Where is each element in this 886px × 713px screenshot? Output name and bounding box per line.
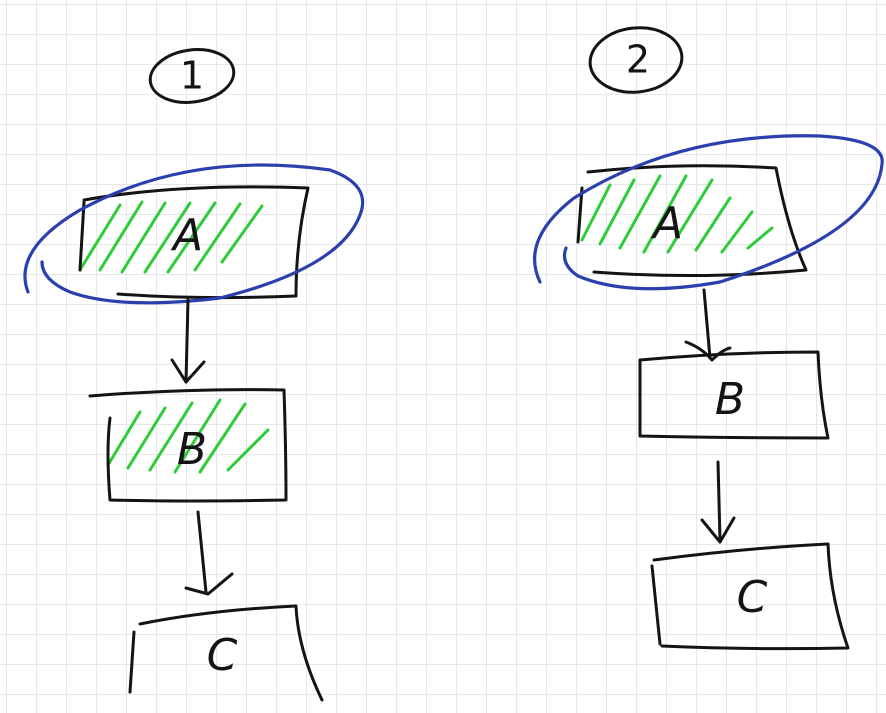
node-label-2c: C bbox=[737, 572, 768, 623]
edge-2-b-c bbox=[700, 460, 736, 544]
edge-2-a-b bbox=[684, 288, 732, 362]
diagram-2-number: 2 bbox=[588, 26, 684, 94]
edge-1-a-b bbox=[170, 298, 206, 384]
diagram-1: 1 A bbox=[23, 48, 365, 702]
node-label-1b: B bbox=[177, 424, 207, 475]
node-box-1c bbox=[138, 604, 324, 702]
number-label-2: 2 bbox=[626, 38, 650, 82]
diagram-1-node-b: B bbox=[88, 388, 288, 503]
node-box-1a bbox=[82, 185, 310, 300]
edge-1-b-c bbox=[184, 510, 234, 596]
diagram-2-node-c: C bbox=[650, 542, 850, 651]
diagram-2: 2 A B bbox=[532, 26, 884, 651]
node-label-2a: A bbox=[650, 198, 683, 249]
hatch-fill-1b bbox=[106, 398, 270, 474]
node-box-1b bbox=[88, 388, 288, 503]
node-box-2b bbox=[638, 350, 830, 440]
diagram-2-node-b: B bbox=[638, 350, 830, 440]
diagram-2-node-a: A bbox=[576, 164, 808, 278]
node-label-1a: A bbox=[170, 210, 203, 261]
hatch-fill-2a bbox=[580, 174, 774, 254]
node-label-2b: B bbox=[715, 374, 745, 425]
node-label-1c: C bbox=[207, 630, 238, 681]
selection-lasso-1 bbox=[23, 163, 365, 305]
diagram-1-node-a: A bbox=[78, 185, 310, 300]
node-box-2c bbox=[652, 542, 850, 651]
number-circle-2 bbox=[588, 26, 684, 94]
hatch-fill-1a bbox=[78, 200, 264, 274]
number-label-1: 1 bbox=[180, 54, 204, 98]
diagram-1-number: 1 bbox=[148, 48, 236, 104]
number-circle-1 bbox=[148, 48, 236, 104]
node-box-2a bbox=[586, 164, 808, 278]
selection-lasso-2 bbox=[532, 134, 884, 291]
diagram-1-node-c: C bbox=[128, 604, 324, 702]
